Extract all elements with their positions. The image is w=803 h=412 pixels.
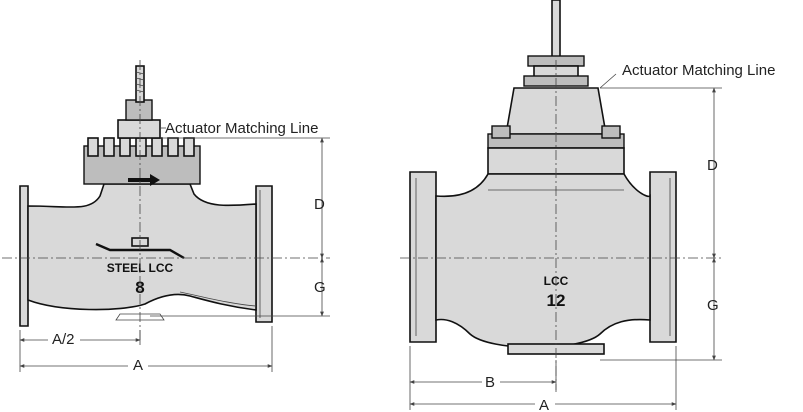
right-bonnet-nuts: [491, 125, 621, 139]
right-dim-b: B: [485, 374, 495, 391]
left-valve: STEEL LCC 8 Actuator Matching Line D G A…: [2, 60, 330, 374]
flow-arrow-icon: [128, 174, 160, 186]
right-dim-d: D: [707, 157, 718, 174]
right-dim-g: G: [707, 297, 719, 314]
left-actuator-callout: Actuator Matching Line: [165, 120, 318, 137]
left-dim-a: A: [133, 357, 143, 374]
left-dim-a-half: A/2: [52, 331, 75, 348]
right-valve: LCC 12 Actuator Matching Line D G B A: [400, 0, 775, 412]
left-dim-g: G: [314, 279, 326, 296]
right-dim-a: A: [539, 397, 549, 412]
right-actuator-callout: Actuator Matching Line: [622, 62, 775, 79]
left-dim-d: D: [314, 196, 325, 213]
bonnet-bolts: [87, 137, 195, 157]
left-body-number: 8: [135, 278, 144, 297]
